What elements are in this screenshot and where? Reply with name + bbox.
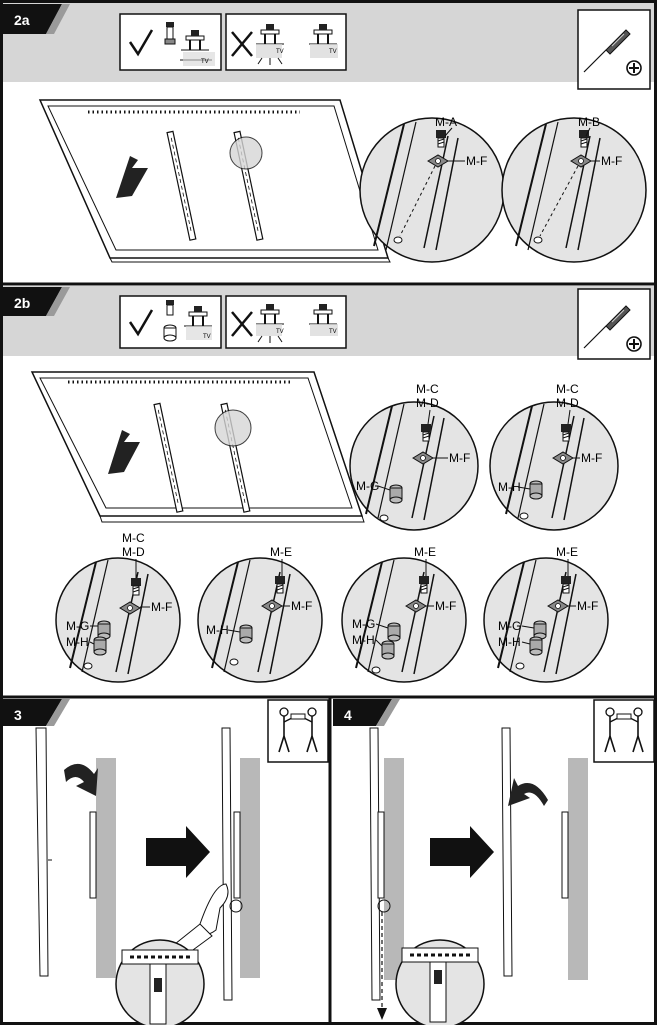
tv-removed-view bbox=[501, 727, 588, 980]
section-4: 4 bbox=[333, 699, 655, 1025]
svg-text:TV: TV bbox=[329, 49, 337, 55]
part-label-m-a: M-A bbox=[435, 115, 457, 129]
part-label-m-g: M-G bbox=[356, 479, 379, 493]
tv-mounted-view bbox=[169, 727, 260, 1001]
tv-label: TV bbox=[201, 59, 209, 65]
zoom-detail-2a-1: M-A M-F bbox=[359, 115, 505, 263]
svg-text:M-F: M-F bbox=[449, 451, 470, 465]
zoom-detail-2b-5: M-E M-F M-G M-H bbox=[341, 545, 467, 683]
zoom-detail-2b-2: M-C M-D M-F M-H bbox=[489, 382, 619, 531]
incorrect-install-icon-2b: TV TV bbox=[225, 295, 347, 349]
svg-text:M-F: M-F bbox=[601, 154, 622, 168]
tv-back-panel bbox=[38, 99, 391, 263]
part-label-m-c: M-C bbox=[416, 382, 439, 396]
section-3: 3 bbox=[3, 699, 329, 1025]
step-2a-label: 2a bbox=[14, 12, 30, 28]
section-2b: 2b TV TV TV bbox=[3, 286, 654, 683]
next-step-arrow-4 bbox=[430, 826, 494, 878]
svg-text:M-C: M-C bbox=[122, 531, 145, 545]
zoom-detail-2b-6: M-E M-F M-G M-H bbox=[483, 545, 609, 683]
step-3-label: 3 bbox=[14, 707, 22, 723]
wall bbox=[96, 758, 116, 978]
svg-text:M-E: M-E bbox=[556, 545, 578, 559]
part-label-m-e: M-E bbox=[270, 545, 292, 559]
svg-text:M-G: M-G bbox=[498, 619, 521, 633]
svg-text:M-H: M-H bbox=[206, 623, 229, 637]
svg-text:M-H: M-H bbox=[66, 635, 89, 649]
zoom-detail-2a-2: M-B M-F bbox=[501, 115, 647, 263]
svg-text:M-H: M-H bbox=[352, 633, 375, 647]
two-person-lift-icon-4 bbox=[593, 699, 655, 763]
tv-back-panel-2b bbox=[30, 371, 365, 523]
part-label-m-h: M-H bbox=[498, 480, 521, 494]
svg-text:TV: TV bbox=[276, 329, 284, 335]
svg-text:TV: TV bbox=[276, 49, 284, 55]
svg-text:M-D: M-D bbox=[122, 545, 145, 559]
next-step-arrow bbox=[146, 826, 210, 878]
step-2b-label: 2b bbox=[14, 295, 30, 311]
screwdriver-icon-2b bbox=[577, 288, 651, 360]
part-label-m-f: M-F bbox=[466, 154, 487, 168]
screwdriver-icon bbox=[577, 9, 651, 90]
svg-text:M-F: M-F bbox=[151, 600, 172, 614]
lock-detail-zoom-3 bbox=[115, 939, 205, 1025]
two-person-lift-icon bbox=[267, 699, 329, 763]
incorrect-install-icon: TV TV bbox=[225, 13, 347, 71]
wall-plate bbox=[89, 811, 97, 899]
svg-text:M-F: M-F bbox=[581, 451, 602, 465]
tv-lock-view bbox=[369, 727, 404, 1020]
lock-detail-zoom-4 bbox=[395, 939, 485, 1025]
correct-install-icon-2b: TV bbox=[119, 295, 222, 349]
section-2a: 2a TV TV TV bbox=[3, 3, 654, 263]
svg-text:M-G: M-G bbox=[352, 617, 375, 631]
zoom-detail-2b-4: M-E M-F M-H bbox=[197, 545, 323, 683]
svg-text:M-H: M-H bbox=[498, 635, 521, 649]
zoom-detail-2b-1: M-C M-D M-F M-G bbox=[349, 382, 479, 531]
tv-side-view bbox=[35, 727, 52, 977]
correct-install-icon: TV bbox=[119, 13, 222, 71]
step-4-label: 4 bbox=[344, 707, 352, 723]
svg-text:TV: TV bbox=[329, 329, 337, 335]
part-label-m-d: M-D bbox=[416, 396, 439, 410]
zoom-detail-2b-3: M-C M-D M-F M-G M-H bbox=[55, 531, 181, 683]
svg-text:M-D: M-D bbox=[556, 396, 579, 410]
svg-text:TV: TV bbox=[203, 334, 211, 340]
hang-arrow bbox=[64, 763, 98, 796]
part-label-m-b: M-B bbox=[578, 115, 600, 129]
svg-text:M-G: M-G bbox=[66, 619, 89, 633]
svg-text:M-F: M-F bbox=[577, 599, 598, 613]
svg-text:M-F: M-F bbox=[291, 599, 312, 613]
svg-text:M-E: M-E bbox=[414, 545, 436, 559]
svg-text:M-F: M-F bbox=[435, 599, 456, 613]
svg-text:M-C: M-C bbox=[556, 382, 579, 396]
